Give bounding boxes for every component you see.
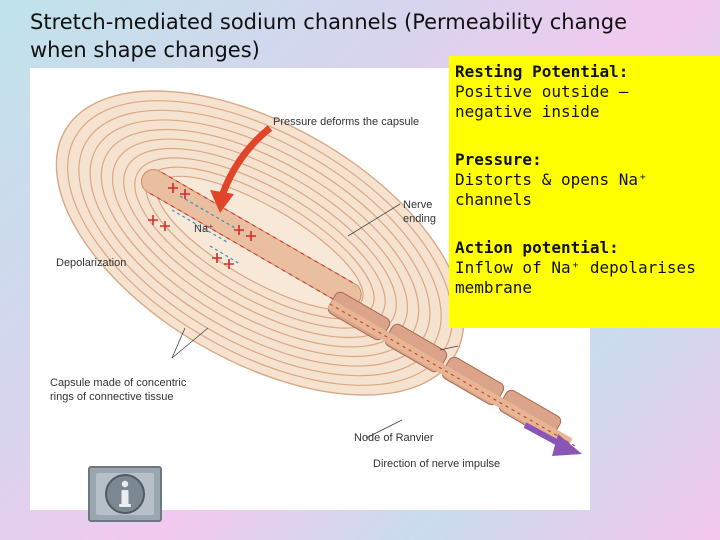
explanation-callout: Resting Potential: Positive outside – ne… xyxy=(449,56,720,328)
pressure-arrow xyxy=(210,125,273,213)
myelinated-axon xyxy=(327,291,576,448)
callout-body-pressure: Distorts & opens Na⁺ channels xyxy=(455,170,648,209)
label-nerve-ending-1: Nerve xyxy=(403,199,432,211)
info-button-face[interactable] xyxy=(96,473,154,515)
callout-pressure: Pressure: Distorts & opens Na⁺ channels xyxy=(455,150,714,210)
pointer-lines xyxy=(171,203,459,439)
callout-heading-action: Action potential: xyxy=(455,238,619,257)
sodium-channels xyxy=(171,195,241,265)
callout-body-action: Inflow of Na⁺ depolarises membrane xyxy=(455,258,696,297)
pacinian-corpuscle-diagram: Pressure deforms the capsule Nerve endin… xyxy=(50,90,582,470)
label-nerve-ending-2: ending xyxy=(403,213,436,225)
callout-heading-pressure: Pressure: xyxy=(455,150,542,169)
charge-markers xyxy=(148,183,256,269)
callout-action: Action potential: Inflow of Na⁺ depolari… xyxy=(455,238,714,298)
info-button[interactable] xyxy=(88,466,162,522)
slide-title: Stretch-mediated sodium channels (Permea… xyxy=(30,10,627,62)
label-pressure: Pressure deforms the capsule xyxy=(273,116,419,128)
callout-resting: Resting Potential: Positive outside – ne… xyxy=(455,62,714,122)
callout-heading-resting: Resting Potential: xyxy=(455,62,629,81)
callout-body-resting: Positive outside – negative inside xyxy=(455,82,629,121)
label-depolarization: Depolarization xyxy=(56,257,126,269)
label-capsule-2: rings of connective tissue xyxy=(50,391,174,403)
label-direction: Direction of nerve impulse xyxy=(373,458,500,470)
label-sodium: Na⁺ xyxy=(194,223,214,235)
impulse-arrow xyxy=(523,422,582,456)
label-capsule-1: Capsule made of concentric xyxy=(50,377,187,389)
info-icon xyxy=(105,474,145,514)
label-node-of-ranvier: Node of Ranvier xyxy=(354,432,434,444)
